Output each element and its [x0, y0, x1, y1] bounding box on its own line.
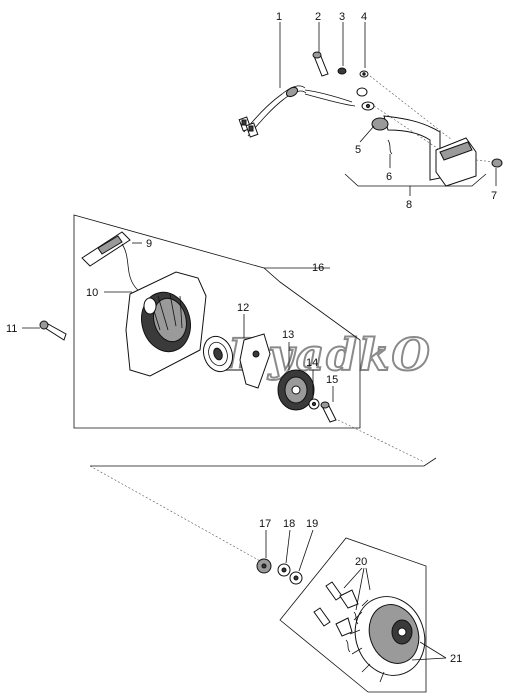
- ignition-assembly: 1 2 3 4 5 6 7 8: [238, 11, 503, 211]
- recoil-spring-coil-1: [208, 341, 228, 367]
- connection-bracket: [90, 457, 437, 467]
- wire-harness-main: [243, 85, 306, 133]
- clutch-pawl-upper: [339, 589, 359, 609]
- alignment-line-d: [337, 419, 425, 463]
- callout-19: 19: [306, 518, 318, 530]
- callout-17: 17: [259, 518, 271, 530]
- spark-spring-6: [387, 139, 393, 155]
- screw-head-15: [320, 401, 330, 409]
- recoil-spring-core: [213, 347, 223, 361]
- washer-18-hole: [281, 567, 287, 573]
- clutch-pawl-lower: [335, 617, 353, 637]
- pawl-spring-1: [353, 611, 359, 625]
- starter-pulley-hub: [291, 385, 301, 395]
- starter-handle-grip: [97, 235, 123, 255]
- coil-bracket: [383, 115, 441, 181]
- flywheel-fins: [349, 599, 385, 683]
- callout-14: 14: [306, 357, 318, 369]
- alignment-line-a: [369, 75, 453, 141]
- leader-20c: [365, 567, 371, 591]
- washer-19-hole: [293, 575, 299, 581]
- ring-terminal-hole: [365, 103, 371, 109]
- pawl-bolt-upper: [325, 581, 343, 601]
- callout-20: 20: [355, 556, 367, 568]
- callout-6: 6: [386, 171, 392, 183]
- flywheel-center: [397, 627, 407, 637]
- callout-18: 18: [283, 518, 295, 530]
- leader-5: [359, 125, 375, 143]
- wire-terminal-2: [248, 125, 254, 132]
- screw-head-11: [39, 320, 49, 330]
- callout-5: 5: [355, 144, 361, 156]
- nut-17-hole: [261, 563, 267, 569]
- ignition-coil-top: [439, 141, 473, 161]
- starter-assembly: 16 9 10 11 12 13: [6, 214, 425, 463]
- flywheel-assembly: 17 18 19 20 21: [256, 518, 462, 693]
- callout-11: 11: [6, 323, 17, 335]
- leader-20b: [355, 567, 365, 611]
- callout-8: 8: [406, 199, 412, 211]
- callout-13: 13: [282, 329, 294, 341]
- callout-16: 16: [312, 262, 324, 274]
- washer-14-hole: [311, 401, 317, 407]
- alignment-line-c: [475, 159, 495, 163]
- callout-1: 1: [276, 11, 282, 23]
- callout-3: 3: [339, 11, 345, 23]
- wire-lead-a: [304, 89, 353, 103]
- screw-head-2: [312, 51, 322, 59]
- callout-10: 10: [86, 287, 98, 299]
- wire-harness-inner: [247, 90, 307, 137]
- leader-20a: [343, 567, 363, 589]
- callout-12: 12: [237, 302, 249, 314]
- callout-9: 9: [146, 238, 152, 250]
- leader-21b: [411, 657, 447, 661]
- rope-guide: [143, 297, 157, 315]
- callout-15: 15: [326, 374, 338, 386]
- callout-21: 21: [450, 653, 462, 665]
- wire-terminal-1: [241, 119, 247, 126]
- nut-part-7: [491, 158, 503, 168]
- bracket-8: [344, 173, 487, 187]
- pawl-bolt-lower: [313, 607, 331, 627]
- alignment-line-b: [373, 105, 441, 151]
- washer-4-hole: [362, 72, 366, 76]
- spark-plug-cap: [371, 117, 389, 131]
- callout-2: 2: [315, 11, 321, 23]
- flywheel-group-frame: [279, 537, 427, 693]
- alignment-line-e: [89, 465, 263, 563]
- callout-4: 4: [361, 11, 367, 23]
- callout-7: 7: [491, 190, 497, 202]
- leader-21a: [419, 641, 447, 659]
- ring-terminal-top: [356, 87, 368, 97]
- leader-18: [285, 529, 291, 564]
- pawl-spring-2: [345, 639, 351, 653]
- leader-19: [298, 529, 314, 572]
- washer-part-3: [337, 67, 347, 75]
- spring-cover-hole: [252, 350, 260, 358]
- wire-lead-b: [304, 93, 356, 107]
- spring-cover-plate: [239, 333, 271, 389]
- wire-grommet: [285, 86, 299, 98]
- starter-housing-ribs: [149, 293, 183, 331]
